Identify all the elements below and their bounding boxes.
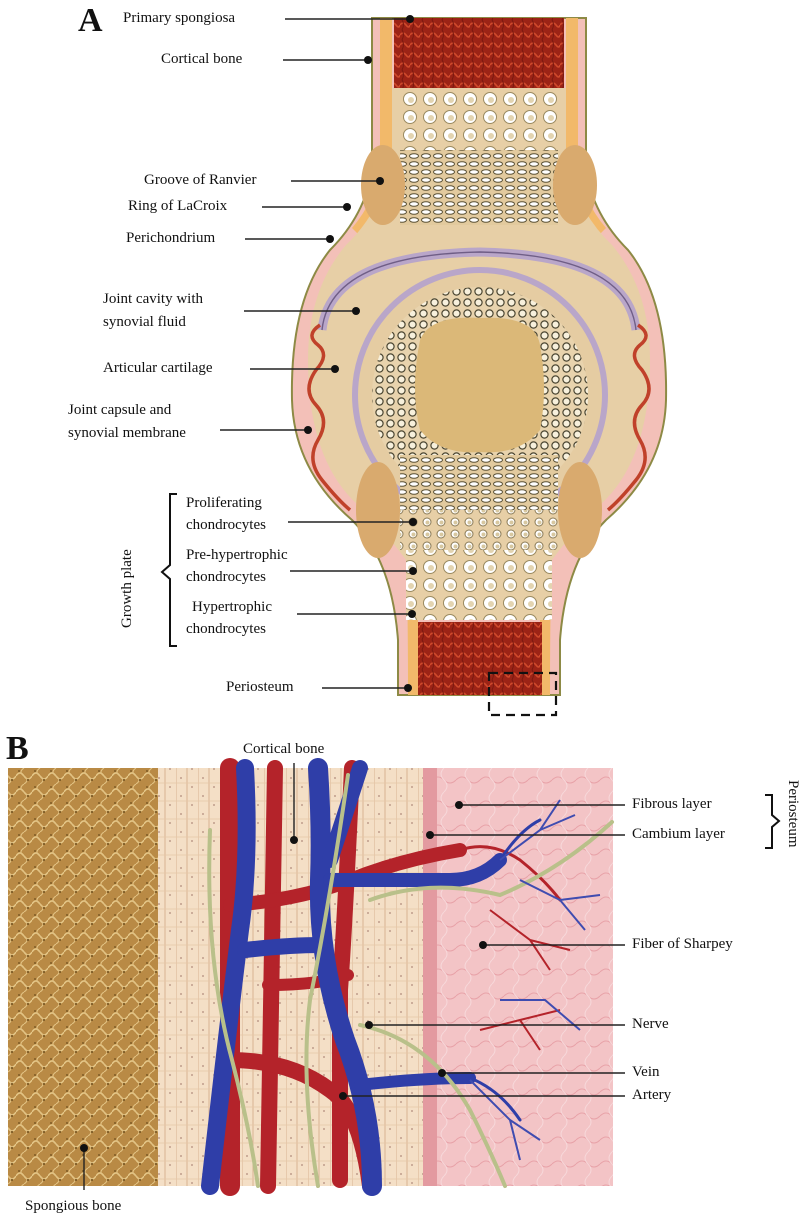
label-cortical-bone-a: Cortical bone xyxy=(161,50,242,69)
periosteum-region xyxy=(423,768,613,1186)
label-perichondrium: Perichondrium xyxy=(126,229,215,248)
periosteum-bracket xyxy=(765,795,779,848)
label-articular-cartilage: Articular cartilage xyxy=(103,359,213,378)
label-joint-capsule-line1: Joint capsule and xyxy=(68,401,171,420)
spongious-bone-region xyxy=(8,768,158,1186)
secondary-ossification-center xyxy=(415,318,544,453)
groove-of-ranvier xyxy=(361,145,405,225)
label-periosteum-b: Periosteum xyxy=(783,780,802,848)
label-spongious-bone: Spongious bone xyxy=(25,1197,121,1216)
label-artery: Artery xyxy=(632,1086,671,1105)
label-prehypertrophic-line1: Pre-hypertrophic xyxy=(186,546,288,565)
label-proliferating-line1: Proliferating xyxy=(186,494,262,513)
label-cortical-bone-b: Cortical bone xyxy=(243,740,324,759)
label-prehypertrophic-line2: chondrocytes xyxy=(186,568,266,587)
growth-plate-bracket xyxy=(162,494,177,646)
label-fiber-of-sharpey: Fiber of Sharpey xyxy=(632,935,733,954)
label-vein: Vein xyxy=(632,1063,660,1082)
panel-a-letter: A xyxy=(78,4,103,38)
label-primary-spongiosa: Primary spongiosa xyxy=(123,9,235,28)
label-hypertrophic-line1: Hypertrophic xyxy=(192,598,272,617)
label-joint-cavity-line2: synovial fluid xyxy=(103,313,186,332)
label-nerve: Nerve xyxy=(632,1015,669,1034)
label-growth-plate: Growth plate xyxy=(118,549,137,628)
label-ring-of-lacroix: Ring of LaCroix xyxy=(128,197,227,216)
cortical-bone-region xyxy=(158,768,423,1186)
label-periosteum-a: Periosteum xyxy=(226,678,294,697)
label-hypertrophic-line2: chondrocytes xyxy=(186,620,266,639)
label-proliferating-line2: chondrocytes xyxy=(186,516,266,535)
label-groove-of-ranvier: Groove of Ranvier xyxy=(144,171,256,190)
primary-spongiosa-bottom xyxy=(418,622,542,695)
label-fibrous-layer: Fibrous layer xyxy=(632,795,712,814)
primary-spongiosa-top xyxy=(394,18,564,88)
panel-b-letter: B xyxy=(6,732,29,766)
label-joint-cavity-line1: Joint cavity with xyxy=(103,290,203,309)
label-joint-capsule-line2: synovial membrane xyxy=(68,424,186,443)
label-cambium-layer: Cambium layer xyxy=(632,825,725,844)
